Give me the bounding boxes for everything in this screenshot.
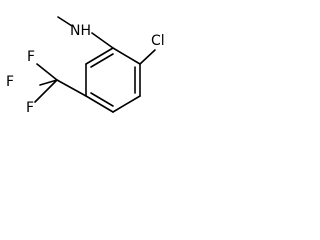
- amine-label: NH: [70, 23, 91, 39]
- bond-n-methyl: [57, 16, 73, 27]
- molecule-structure: NH Cl F F F: [6, 16, 165, 116]
- bond-c6-cf3: [56, 79, 87, 97]
- ring-bond-1-2: [112, 47, 141, 65]
- ring-bond-4-5-inner: [90, 92, 114, 107]
- bond-c1-n: [91, 32, 114, 49]
- bond-c2-cl: [139, 49, 156, 65]
- ring-bond-6-1: [85, 47, 114, 65]
- bond-cf3-f-bottom: [34, 79, 58, 103]
- chlorine-label: Cl: [151, 33, 165, 49]
- fluorine-bottom-label: F: [26, 100, 34, 116]
- bond-cf3-f-left: [39, 79, 58, 86]
- ring-bond-6-1-inner: [90, 53, 114, 68]
- bond-cf3-f-top: [36, 63, 58, 81]
- ring-bond-4-5: [85, 95, 114, 113]
- fluorine-top-label: F: [27, 49, 35, 65]
- fluorine-left-label: F: [6, 74, 14, 90]
- ring-bond-3-4: [112, 95, 141, 113]
